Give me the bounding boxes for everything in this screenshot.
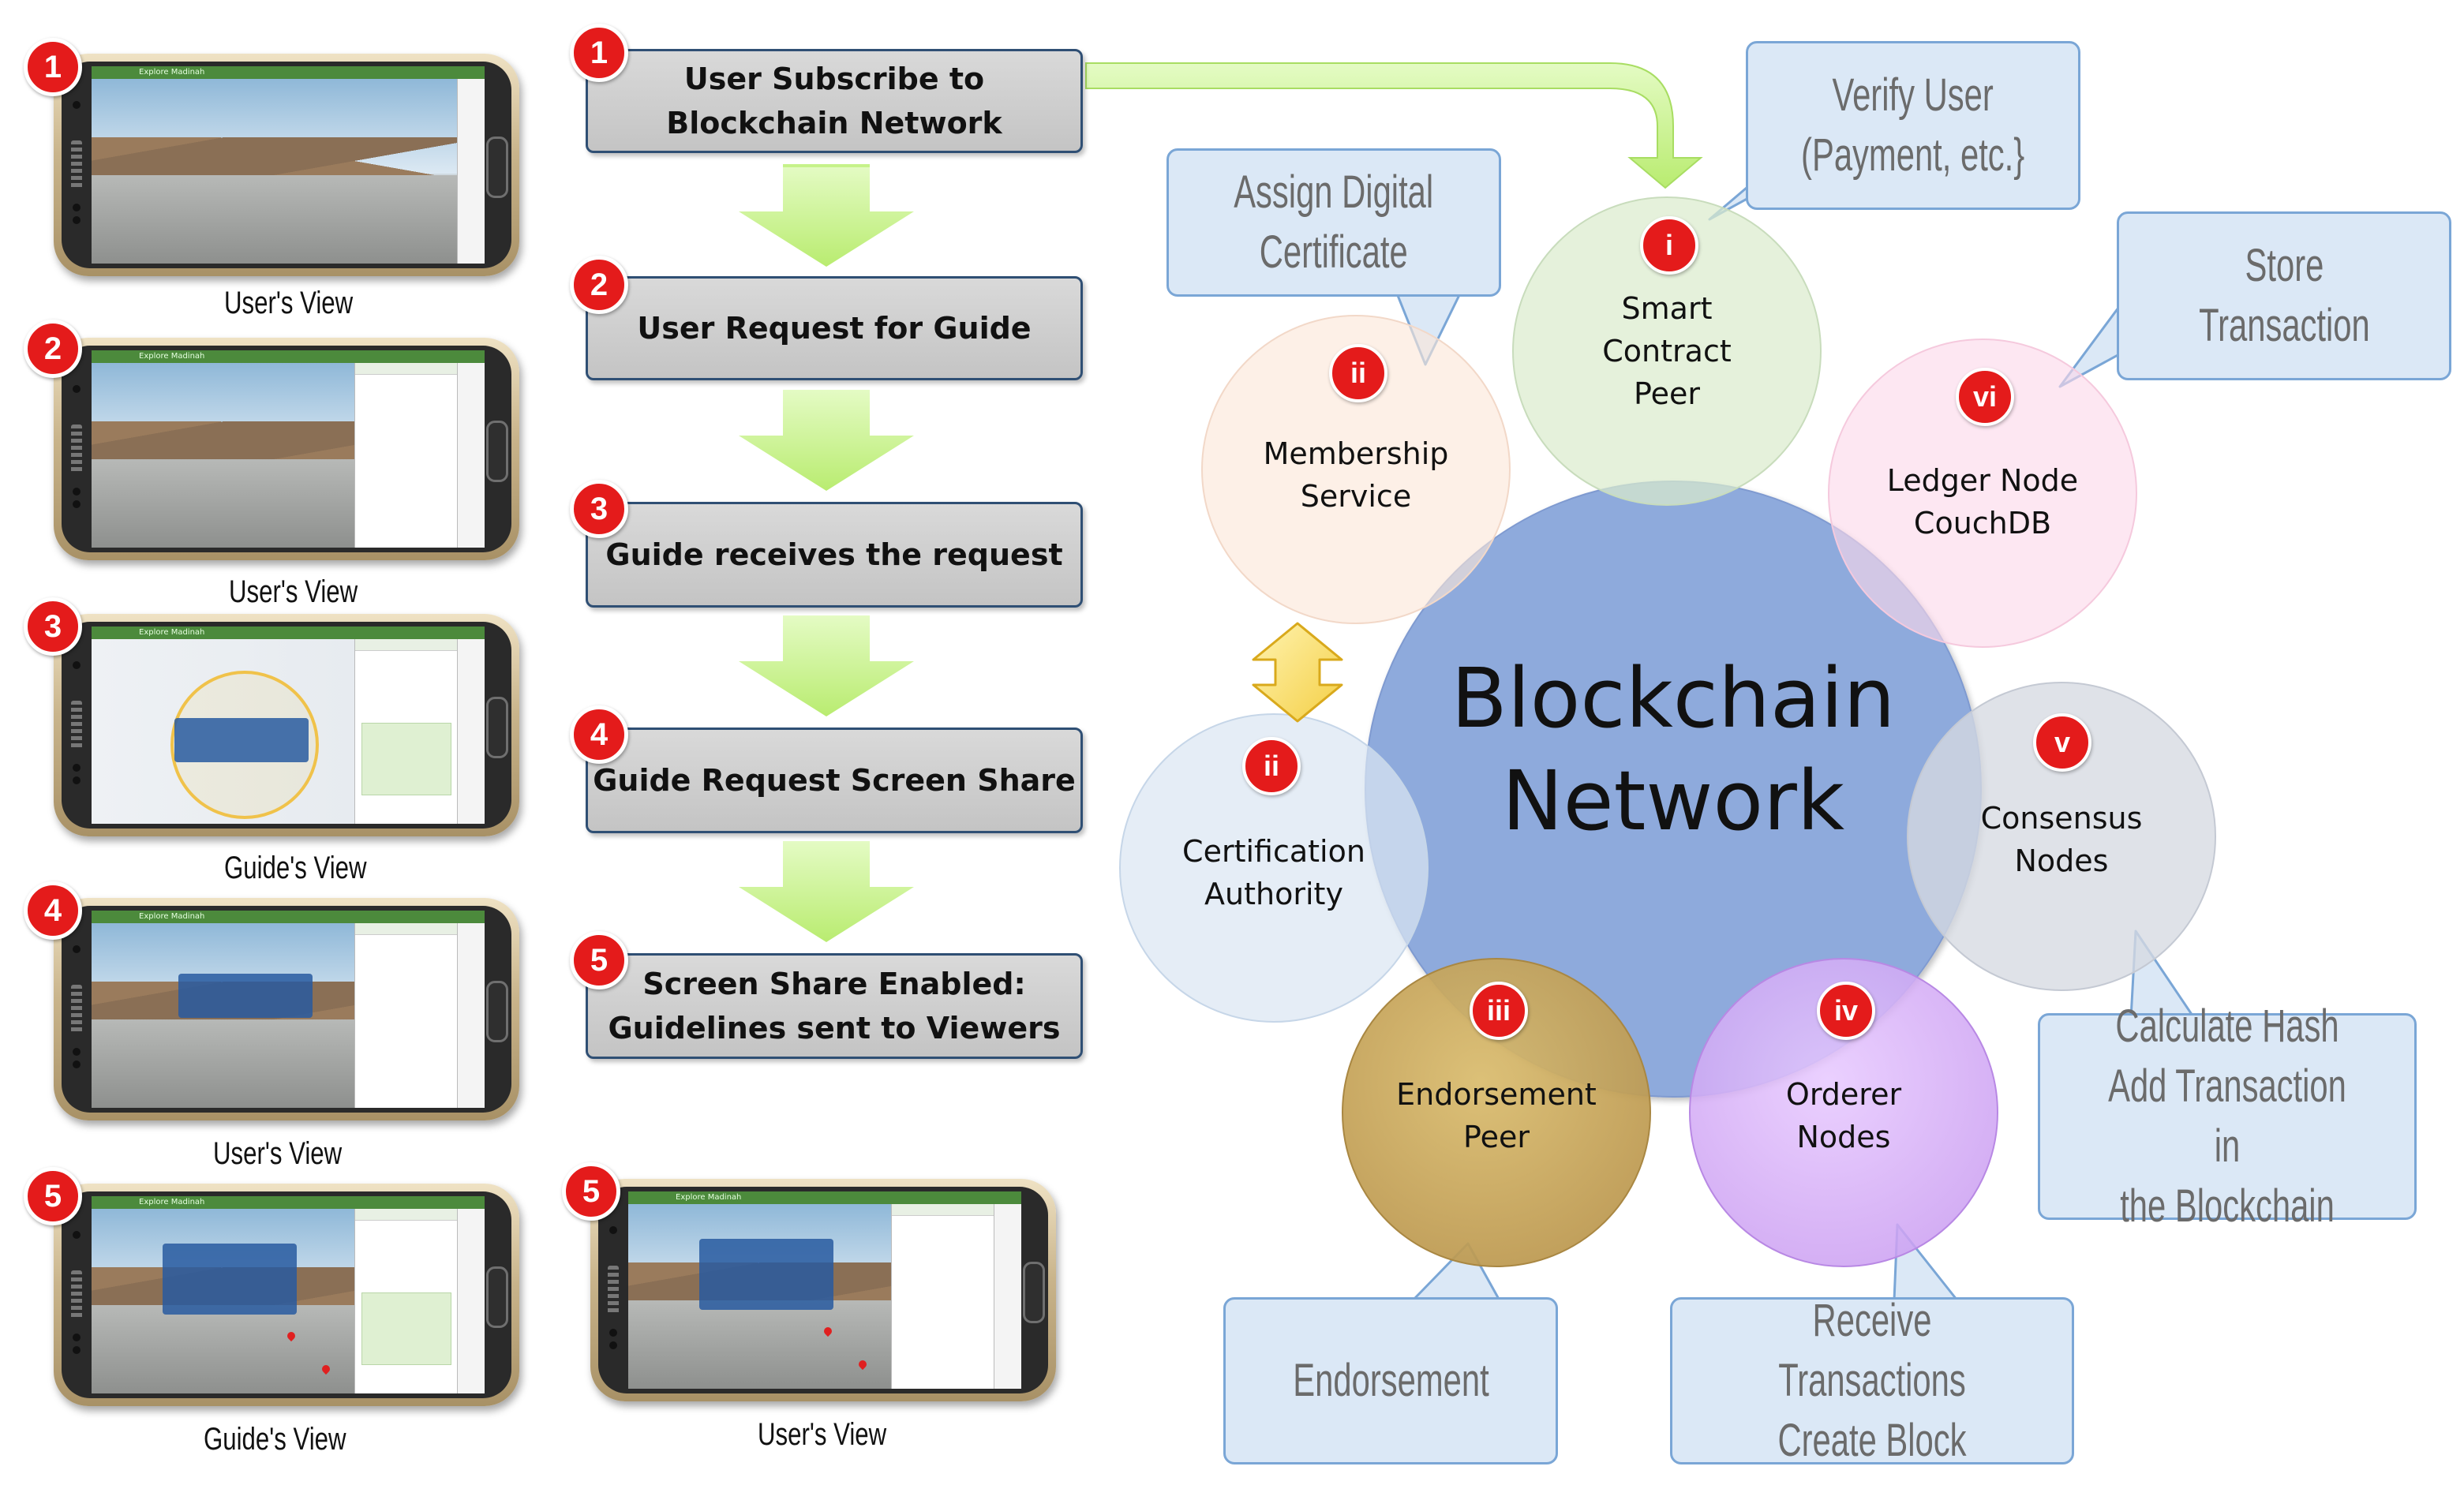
phone-screen: Explore Madinah: [92, 66, 485, 264]
phone-caption: Guide's View: [224, 851, 367, 885]
phone-badge: 5: [562, 1162, 620, 1221]
phone-badge: 2: [24, 320, 82, 378]
phone-badge: 5: [24, 1167, 82, 1225]
phone-caption: Guide's View: [204, 1422, 346, 1457]
app-toolbar: [457, 79, 485, 264]
phone-6: Explore Madinah: [590, 1179, 1056, 1401]
ledger-circle: [1828, 339, 2137, 648]
step-box-1: User Subscribe to Blockchain Network: [586, 49, 1083, 153]
callout-assign-text: Assign Digital Certificate: [1234, 166, 1434, 278]
phone-caption: User's View: [224, 286, 354, 320]
phone-caption: User's View: [229, 574, 358, 609]
phone-screen: Explore Madinah: [92, 627, 485, 824]
app-title-bar: Explore Madinah: [92, 627, 485, 639]
callout-endorse-text: Endorsement: [1292, 1355, 1489, 1406]
endorsement-badge: iii: [1470, 982, 1528, 1040]
certification-label: Certification Authority: [1182, 834, 1365, 911]
step-badge-1: 1: [570, 24, 628, 82]
step-badge-3: 3: [570, 480, 628, 538]
step-box-2: User Request for Guide: [586, 276, 1083, 380]
phone-screen: Explore Madinah: [92, 1196, 485, 1393]
callout-verify-text: Verify User (Payment, etc.}: [1801, 69, 2025, 181]
consensus-label: Consensus Nodes: [1980, 801, 2143, 878]
phone-screen: Explore Madinah: [92, 911, 485, 1108]
phone-2: Explore Madinah: [54, 338, 519, 560]
consensus-badge: v: [2033, 713, 2091, 772]
phone-1: Explore Madinah: [54, 54, 519, 276]
flow-arrow-4-5: [739, 841, 914, 942]
ledger-label: Ledger Node CouchDB: [1886, 463, 2079, 541]
callout-calculate-hash: Calculate Hash Add Transaction in the Bl…: [2038, 1001, 2417, 1232]
phone-4: Explore Madinah: [54, 898, 519, 1120]
phone-3: Explore Madinah: [54, 614, 519, 836]
step-box-3: Guide receives the request: [586, 502, 1083, 608]
app-title-bar: Explore Madinah: [92, 350, 485, 363]
callout-receive-transactions: Receive Transactions Create Block: [1670, 1295, 2074, 1466]
blockchain-network-label: Blockchain Network: [1451, 650, 1896, 849]
smart-contract-badge: i: [1640, 216, 1698, 275]
side-panel: [354, 639, 458, 824]
app-title-bar: Explore Madinah: [92, 66, 485, 79]
orderer-circle: [1689, 958, 1998, 1267]
callout-receive-text: Receive Transactions Create Block: [1777, 1295, 1967, 1466]
callout-hash-text: Calculate Hash Add Transaction in the Bl…: [2108, 1001, 2346, 1232]
consensus-circle: [1907, 682, 2216, 991]
smart-contract-label: Smart Contract Peer: [1602, 291, 1732, 411]
app-title-bar: Explore Madinah: [92, 911, 485, 923]
flow-arrow-1-2: [739, 164, 914, 267]
ledger-badge: vi: [1956, 368, 2014, 426]
app-toolbar: [457, 1209, 485, 1393]
membership-label: Membership Service: [1263, 436, 1449, 514]
endorsement-label: Endorsement Peer: [1396, 1077, 1597, 1154]
phone-5: Explore Madinah: [54, 1184, 519, 1406]
phone-badge: 1: [24, 38, 82, 96]
phone-caption: User's View: [213, 1136, 343, 1171]
callout-store-text: Store Transaction: [2198, 240, 2370, 351]
callout-store-transaction: Store Transaction: [2117, 211, 2451, 380]
callout-endorsement: Endorsement: [1223, 1297, 1558, 1464]
orderer-badge: iv: [1817, 982, 1875, 1040]
phone-caption: User's View: [758, 1417, 887, 1452]
app-toolbar: [457, 363, 485, 548]
app-toolbar: [994, 1204, 1021, 1389]
smart-contract-circle: [1512, 196, 1822, 506]
step-box-5: Screen Share Enabled: Guidelines sent to…: [586, 953, 1083, 1059]
orderer-label: Orderer Nodes: [1785, 1077, 1902, 1154]
side-panel: [354, 923, 458, 1108]
endorsement-circle: [1342, 958, 1651, 1267]
step-box-4: Guide Request Screen Share: [586, 728, 1083, 833]
phone-badge: 4: [24, 881, 82, 940]
app-title-bar: Explore Madinah: [628, 1191, 1021, 1204]
membership-badge: ii: [1329, 344, 1387, 402]
side-panel: [891, 1204, 994, 1389]
callout-verify-user: Verify User (Payment, etc.}: [1746, 41, 2080, 210]
connector-arrow-subscribe: [1085, 62, 1703, 189]
certification-badge: ii: [1242, 737, 1301, 795]
membership-circle: [1201, 315, 1511, 624]
certification-circle: [1119, 713, 1429, 1023]
phone-badge: 3: [24, 597, 82, 656]
step-badge-2: 2: [570, 256, 628, 314]
phone-screen: Explore Madinah: [92, 350, 485, 548]
phone-screen: Explore Madinah: [628, 1191, 1021, 1389]
bidirectional-arrow: [1252, 622, 1343, 723]
step-badge-5: 5: [570, 931, 628, 989]
flow-arrow-2-3: [739, 390, 914, 491]
app-toolbar: [457, 923, 485, 1108]
flow-arrow-3-4: [739, 615, 914, 716]
step-badge-4: 4: [570, 705, 628, 764]
side-panel: [354, 1209, 458, 1393]
callout-assign-certificate: Assign Digital Certificate: [1166, 148, 1501, 297]
app-title-bar: Explore Madinah: [92, 1196, 485, 1209]
app-toolbar: [457, 639, 485, 824]
side-panel: [354, 363, 458, 548]
